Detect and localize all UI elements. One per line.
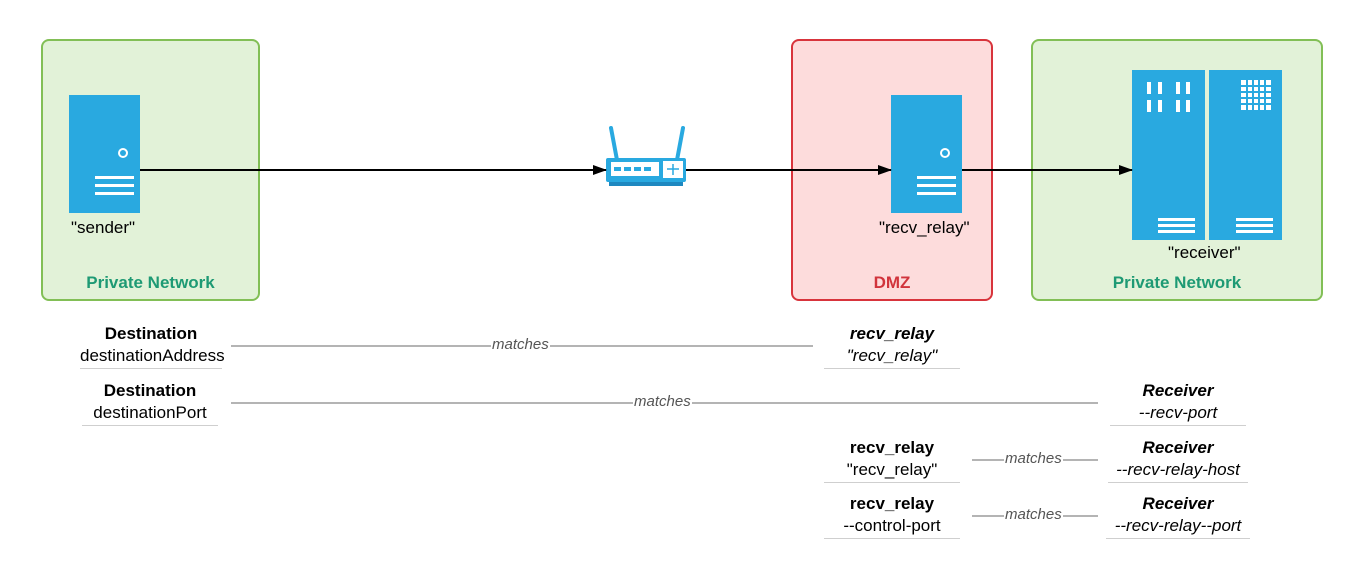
row1-left-title: Destination — [104, 324, 198, 343]
row2-left-cell: Destination destinationPort — [82, 380, 218, 426]
router-icon[interactable] — [606, 126, 686, 186]
row1-matches-label: matches — [491, 336, 550, 353]
row2-right-sub: --recv-port — [1110, 402, 1246, 426]
row1-left-cell: Destination destinationAddress — [80, 323, 225, 369]
row4-right-cell: Receiver --recv-relay--port — [1106, 493, 1250, 539]
sender-server-icon[interactable] — [69, 95, 140, 213]
row3-left-title: recv_relay — [849, 438, 935, 457]
row1-left-sub: destinationAddress — [80, 345, 225, 369]
row3-right-title: Receiver — [1142, 438, 1214, 457]
receiver-label: "receiver" — [1168, 243, 1241, 262]
row4-matches-label: matches — [1004, 506, 1063, 523]
sender-label: "sender" — [71, 218, 136, 237]
row3-matches-label: matches — [1004, 450, 1063, 467]
relay-label: "recv_relay" — [879, 218, 970, 237]
private-network-left-title: Private Network — [86, 273, 215, 292]
row1-right-cell: recv_relay "recv_relay" — [824, 323, 960, 369]
row3-left-sub: "recv_relay" — [824, 459, 960, 483]
row2-matches-label: matches — [633, 393, 692, 410]
row2-left-sub: destinationPort — [82, 402, 218, 426]
relay-server-icon[interactable] — [891, 95, 962, 213]
row2-right-title: Receiver — [1142, 381, 1214, 400]
row4-left-title: recv_relay — [849, 494, 935, 513]
row1-right-title: recv_relay — [849, 324, 935, 343]
row2-right-cell: Receiver --recv-port — [1110, 380, 1246, 426]
dmz-title: DMZ — [873, 273, 911, 292]
row4-left-cell: recv_relay --control-port — [824, 493, 960, 539]
row3-right-cell: Receiver --recv-relay-host — [1108, 437, 1248, 483]
row1-right-sub: "recv_relay" — [824, 345, 960, 369]
row3-left-cell: recv_relay "recv_relay" — [824, 437, 960, 483]
receiver-rack-icon[interactable] — [1132, 70, 1282, 240]
row2-left-title: Destination — [103, 381, 197, 400]
row4-right-sub: --recv-relay--port — [1106, 515, 1250, 539]
private-network-right-title: Private Network — [1112, 273, 1242, 292]
row3-right-sub: --recv-relay-host — [1108, 459, 1248, 483]
row4-left-sub: --control-port — [824, 515, 960, 539]
row4-right-title: Receiver — [1142, 494, 1214, 513]
